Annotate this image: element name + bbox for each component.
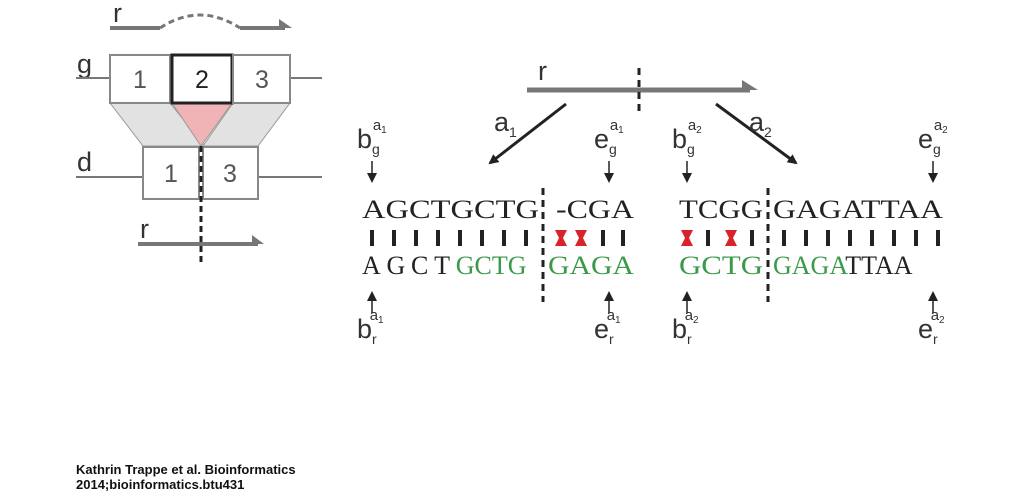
e-g-a1: ega1 [594,117,624,157]
read-top: r [110,0,292,30]
read-top-label: r [113,0,122,28]
genome-label: g [77,49,92,79]
read-bottom-label: r [140,214,149,244]
a2-mismatch-markers [681,230,737,246]
genome-box-3 [232,54,291,104]
a2-genome-seq-left: TCGG [679,195,763,224]
a1-genome-seq-left: AGCTGCTG [362,195,539,224]
left-diagram: r g 1 2 3 d 1 3 [76,0,322,263]
donor-box-1-label: 1 [164,160,178,188]
a1-label: a1 [494,107,517,140]
alignment-1: bga1 ega1 AGCTGCTG -CGA [357,117,634,347]
a2-match-bars [706,230,940,246]
donor-box-1 [142,146,200,200]
a1-genome-seq-right: -CGA [556,195,634,224]
b-r-a2: bra2 [672,307,699,347]
genome-box-3-label: 3 [255,66,269,94]
a2-read-seq-green1: GCTG [679,251,763,280]
a2-genome-seq-right: GAGATTAA [773,195,943,224]
e-r-a1: era1 [594,307,621,347]
genome-box-1-label: 1 [133,66,147,94]
genome-box-2-label: 2 [195,66,209,94]
genome-box-2 [170,53,234,105]
citation-line-1: Kathrin Trappe et al. Bioinformatics [76,462,296,477]
arrow-a1 [488,102,567,165]
a2-read-seq-right: GAGATTAA [773,251,913,280]
b-g-a2: bga2 [672,117,702,157]
arrow-a2 [715,102,798,165]
read-bottom: r [138,214,264,246]
donor-label: d [77,147,92,177]
e-g-a2: ega2 [918,117,948,157]
genome-box-1 [109,54,171,104]
alignment-2: bga2 ega2 TCGG GAGATTAA [672,117,948,347]
a1-read-seq-green2: GAGA [548,251,634,280]
b-g-a1: bga1 [357,117,387,157]
citation: Kathrin Trappe et al. Bioinformatics 201… [76,462,296,492]
donor-box-3 [202,146,259,200]
read-main-label: r [538,56,547,86]
citation-line-2: 2014;bioinformatics.btu431 [76,477,245,492]
read-main: r [527,56,758,112]
right-diagram: r a1 a2 bga1 ega1 AGCTGCTG -CGA [357,56,948,347]
donor-track: d 1 3 [76,146,322,200]
a2-label: a2 [749,107,772,140]
a1-mismatch-markers [555,230,587,246]
donor-box-3-label: 3 [223,160,237,188]
e-r-a2: era2 [918,307,945,347]
genome-track: g 1 2 3 [76,49,322,147]
b-r-a1: bra1 [357,307,384,347]
a1-match-bars [370,230,625,246]
